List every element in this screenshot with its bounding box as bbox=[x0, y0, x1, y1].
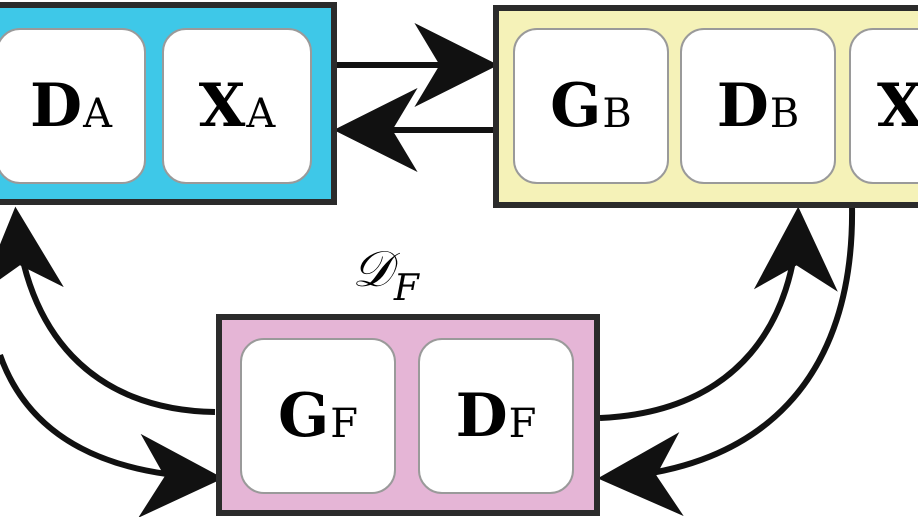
node-f-label: 𝒟F bbox=[352, 240, 419, 309]
tile-symbol: D bbox=[455, 381, 508, 451]
tile-subscript: B bbox=[602, 91, 632, 137]
arrow-f-to-a bbox=[0, 206, 216, 415]
tile-symbol: X bbox=[198, 71, 246, 141]
tile-symbol: D bbox=[30, 71, 83, 141]
arrow-a-to-f bbox=[0, 353, 224, 517]
tile-symbol: D bbox=[716, 71, 769, 141]
node-f-label-symbol: 𝒟 bbox=[352, 240, 392, 298]
tile-symbol: G bbox=[550, 71, 602, 141]
tile-x-b: X bbox=[849, 28, 918, 184]
arrow-b-to-f bbox=[597, 204, 856, 516]
tile-subscript: A bbox=[83, 91, 112, 137]
tile-subscript: A bbox=[246, 91, 276, 137]
tile-symbol: X bbox=[877, 71, 918, 141]
tile-subscript: F bbox=[330, 401, 358, 447]
tile-subscript: F bbox=[508, 401, 537, 447]
arrow-f-to-b bbox=[599, 206, 838, 421]
node-f-label-subscript: F bbox=[393, 268, 419, 309]
tile-symbol: G bbox=[277, 381, 330, 451]
tile-subscript: B bbox=[769, 91, 800, 137]
